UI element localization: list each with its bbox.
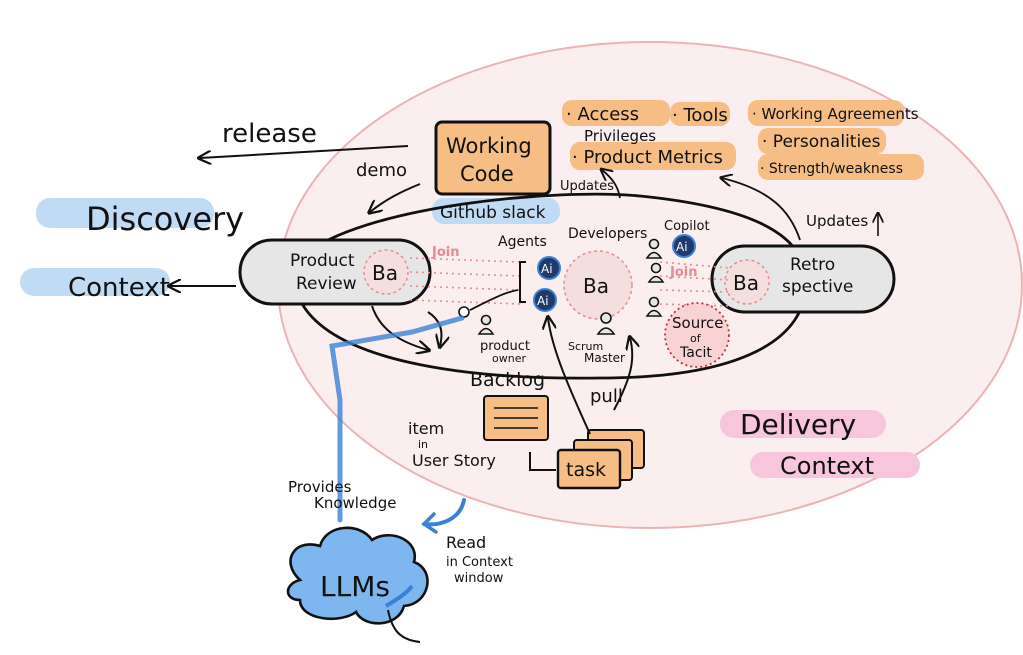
- llms-underline: [384, 584, 414, 608]
- ai-badge-1: Ai: [537, 256, 561, 280]
- delivery-context-label: Context: [780, 452, 874, 480]
- source-line2: of: [690, 332, 702, 345]
- person-icons: [477, 238, 665, 335]
- developer-person-icon-3: [645, 296, 663, 317]
- product-owner-line1: product: [480, 339, 530, 354]
- agreements-highlight: [748, 100, 904, 126]
- join-left: Join: [431, 245, 459, 260]
- retro-ba: Ba: [733, 271, 759, 295]
- read-line2: in Context: [446, 555, 513, 570]
- llms-label: LLMs: [320, 570, 390, 603]
- working-agreements-text: · Working Agreements: [752, 105, 919, 123]
- updates-top-label: Updates: [560, 179, 614, 194]
- product-owner-line2: owner: [492, 352, 526, 365]
- personalities-text: · Personalities: [762, 132, 881, 152]
- read-context-arrow: [422, 498, 466, 527]
- svg-text:Ai: Ai: [537, 294, 549, 308]
- llms-cloud: [286, 526, 429, 625]
- delivery-label: Delivery: [740, 408, 856, 441]
- working-code-line2: Code: [460, 162, 514, 186]
- discovery-highlight: [36, 198, 214, 228]
- tools-text: · Tools: [672, 105, 728, 126]
- working-code-line1: Working: [446, 134, 532, 158]
- tools-highlight: [670, 102, 730, 126]
- agents-bracket: [519, 261, 526, 303]
- context-label: Context: [68, 273, 170, 303]
- updates-right-label: Updates: [806, 212, 868, 230]
- source-of-tacit-circle: [664, 302, 730, 368]
- access-highlight: [562, 100, 670, 126]
- retro-line2: spective: [782, 277, 853, 297]
- scrum-master-line2: Master: [584, 351, 625, 365]
- personalities-highlight: [758, 128, 886, 154]
- product-review-ba-circle: [363, 249, 409, 295]
- strength-text: · Strength/weakness: [760, 161, 903, 177]
- join-right: Join: [669, 265, 697, 280]
- delivery-context-highlight: [750, 452, 920, 478]
- access-text: · Access: [566, 104, 639, 125]
- source-line3: Tacit: [679, 345, 712, 361]
- working-code-box: [434, 120, 552, 196]
- retro-line1: Retro: [790, 255, 835, 275]
- item-line1: item: [408, 419, 444, 438]
- source-line1: Source: [672, 314, 724, 332]
- product-review-line1: Product: [290, 251, 355, 271]
- central-ba-circle: [563, 250, 633, 320]
- ai-badge-copilot: Ai: [672, 234, 696, 258]
- po-to-agents-arrow: [469, 289, 519, 311]
- release-label: release: [222, 119, 317, 149]
- provides-line2: Knowledge: [314, 494, 396, 512]
- delivery-highlight: [720, 410, 886, 438]
- product-review-ba: Ba: [372, 261, 398, 285]
- strength-highlight: [758, 154, 924, 180]
- central-ba: Ba: [583, 274, 609, 298]
- backlog-label: Backlog: [470, 369, 545, 391]
- github-slack-text: Github slack: [440, 203, 546, 223]
- privileges-text: Privileges: [584, 127, 656, 145]
- developer-person-icon-1: [645, 238, 663, 259]
- task-label: task: [566, 459, 606, 481]
- read-line3: window: [454, 571, 504, 586]
- demo-label: demo: [356, 160, 407, 181]
- story-to-task-line: [529, 452, 556, 471]
- demo-arrow: [370, 183, 421, 212]
- ai-badge-2: Ai: [533, 288, 557, 312]
- svg-text:Ai: Ai: [676, 240, 688, 254]
- updates-right-arrow: [722, 178, 801, 241]
- metrics-highlight: [570, 142, 736, 170]
- developer-person-icon-2: [647, 262, 665, 283]
- agents-label: Agents: [498, 234, 547, 250]
- retro-ba-circle: [724, 259, 770, 305]
- product-metrics-text: · Product Metrics: [572, 147, 723, 168]
- llms-cloud-tail: [387, 609, 421, 643]
- provides-line1: Provides: [288, 478, 352, 496]
- developers-label: Developers: [568, 226, 647, 242]
- read-line1: Read: [446, 533, 486, 552]
- release-arrow: [200, 145, 409, 158]
- scrum-master-line1: Scrum: [568, 340, 603, 353]
- pull-arrow-right: [613, 338, 632, 411]
- scrum-master-person-icon: [596, 312, 616, 335]
- join-lines: [409, 257, 731, 307]
- context-highlight: [20, 268, 170, 296]
- item-line2: in: [418, 438, 428, 451]
- backlog-item-lines: [494, 407, 538, 429]
- svg-text:Ai: Ai: [541, 262, 553, 276]
- updates-top-arrow: [602, 170, 621, 199]
- po-knowledge-node: [458, 306, 470, 318]
- item-line3: User Story: [412, 451, 496, 470]
- discovery-label: Discovery: [86, 200, 244, 238]
- copilot-label: Copilot: [664, 219, 710, 234]
- product-owner-person-icon: [477, 314, 495, 335]
- pull-arrow-left: [548, 318, 591, 435]
- provides-knowledge-line: [329, 315, 465, 523]
- read-context-arrowhead: [421, 512, 438, 534]
- task-card-front: [556, 448, 622, 490]
- product-review-line2: Review: [296, 274, 357, 294]
- pull-label: pull: [590, 386, 623, 407]
